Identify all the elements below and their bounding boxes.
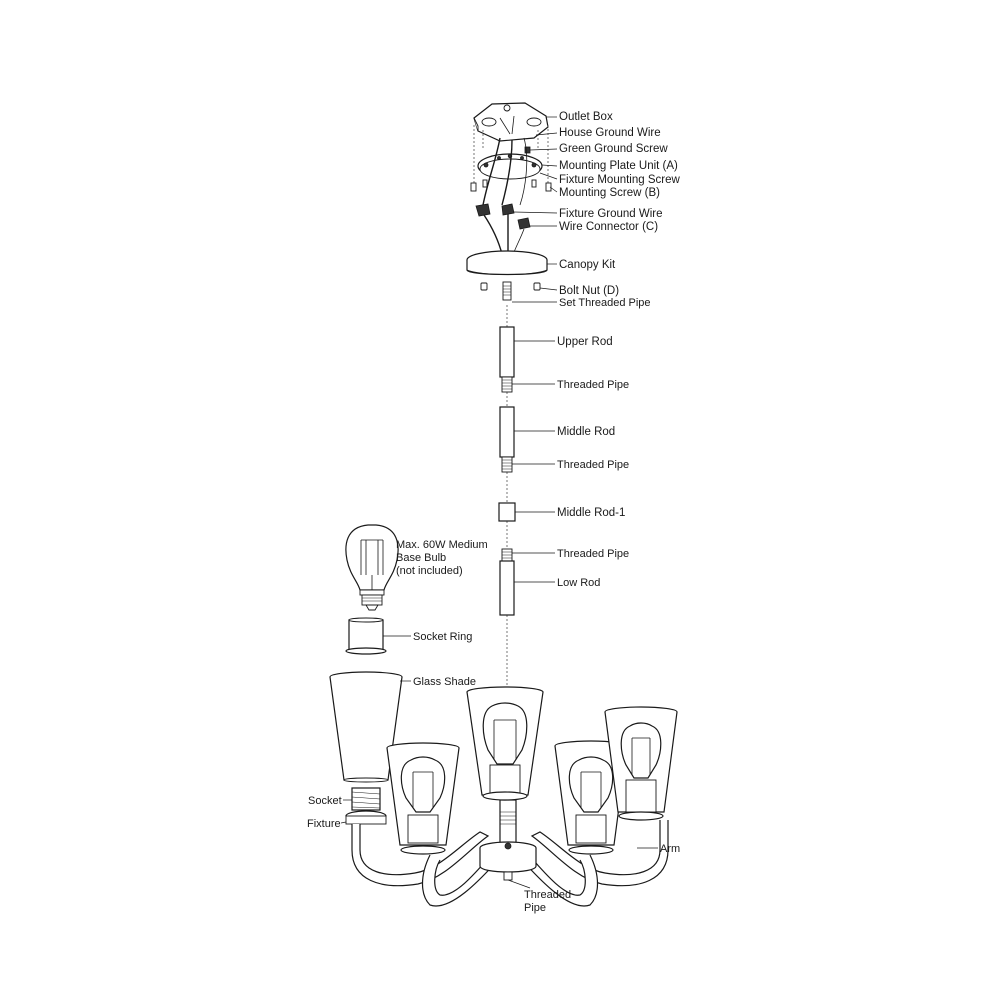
label-bulb-line2: Base Bulb bbox=[396, 552, 446, 564]
middle-rod bbox=[499, 406, 515, 473]
house-wires bbox=[482, 137, 528, 206]
label-fixture: Fixture bbox=[307, 818, 341, 830]
set-threaded-pipe-icon bbox=[502, 281, 512, 301]
label-low-rod: Low Rod bbox=[557, 577, 600, 589]
upper-rod bbox=[499, 326, 515, 393]
label-threaded-pipe-2: Threaded Pipe bbox=[557, 459, 629, 471]
wire-connector-icon bbox=[475, 203, 531, 230]
center-hub bbox=[479, 799, 537, 881]
label-mounting-screw-b: Mounting Screw (B) bbox=[559, 187, 660, 199]
bolt-nut-icon bbox=[480, 282, 541, 291]
label-wire-connector: Wire Connector (C) bbox=[559, 221, 658, 233]
label-glass-shade: Glass Shade bbox=[413, 676, 476, 688]
label-green-ground-screw: Green Ground Screw bbox=[559, 143, 668, 155]
socket-ring-icon bbox=[345, 617, 387, 655]
label-canopy-kit: Canopy Kit bbox=[559, 259, 616, 271]
label-fixture-mounting-screw: Fixture Mounting Screw bbox=[559, 174, 680, 186]
label-threaded-pipe-bottom-1: Threaded bbox=[524, 889, 571, 901]
low-rod bbox=[499, 548, 515, 616]
label-socket: Socket bbox=[308, 795, 342, 807]
label-arm: Arm bbox=[660, 843, 680, 855]
label-outlet-box: Outlet Box bbox=[559, 111, 613, 123]
mounting-screw-icon bbox=[470, 179, 552, 192]
label-threaded-pipe-1: Threaded Pipe bbox=[557, 379, 629, 391]
label-socket-ring: Socket Ring bbox=[413, 631, 472, 643]
mounted-shade-center bbox=[466, 686, 544, 801]
socket-icon bbox=[345, 787, 387, 825]
glass-shade-icon bbox=[329, 671, 403, 783]
label-fixture-ground-wire: Fixture Ground Wire bbox=[559, 208, 663, 220]
label-set-threaded-pipe: Set Threaded Pipe bbox=[559, 297, 651, 309]
label-bolt-nut: Bolt Nut (D) bbox=[559, 285, 619, 297]
label-upper-rod: Upper Rod bbox=[557, 336, 613, 348]
outlet-box bbox=[473, 102, 549, 142]
label-bulb-line1: Max. 60W Medium bbox=[396, 539, 488, 551]
canopy bbox=[466, 250, 548, 276]
label-middle-rod: Middle Rod bbox=[557, 426, 615, 438]
leader-lines bbox=[340, 116, 658, 889]
mounted-shade-right-middle bbox=[554, 740, 628, 855]
callout-labels: Outlet Box House Ground Wire Green Groun… bbox=[307, 111, 680, 914]
middle-rod-1 bbox=[498, 502, 516, 522]
mounted-shade-right bbox=[604, 706, 678, 821]
label-threaded-pipe-bottom-2: Pipe bbox=[524, 902, 546, 914]
edison-bulb-icon bbox=[345, 524, 399, 611]
label-house-ground-wire: House Ground Wire bbox=[559, 127, 661, 139]
label-middle-rod-1: Middle Rod-1 bbox=[557, 507, 625, 519]
screw-guides bbox=[473, 125, 549, 185]
mounted-shade-left bbox=[386, 742, 460, 855]
label-mounting-plate-unit: Mounting Plate Unit (A) bbox=[559, 160, 678, 172]
label-threaded-pipe-3: Threaded Pipe bbox=[557, 548, 629, 560]
label-bulb-line3: (not included) bbox=[396, 565, 463, 577]
